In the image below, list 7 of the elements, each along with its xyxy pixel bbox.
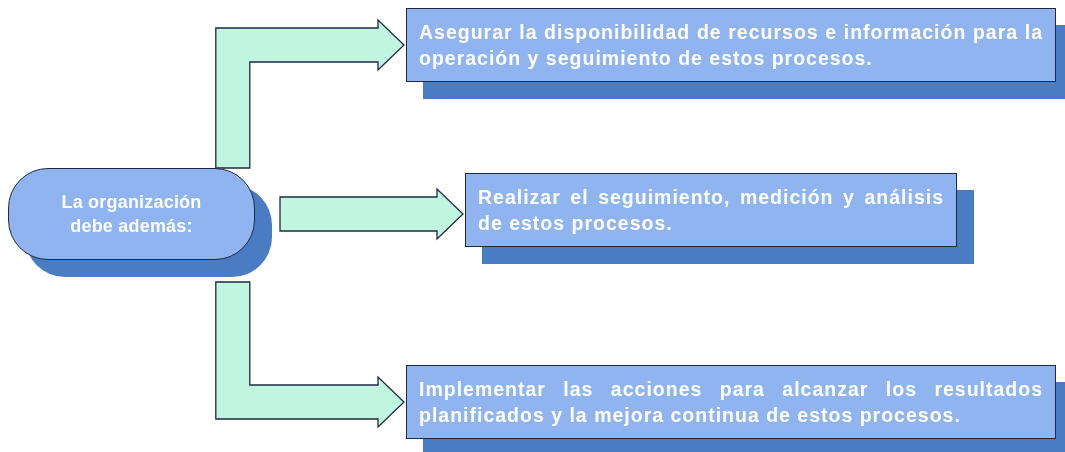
box-text: Realizar el seguimiento, medición y análisis de estos procesos. xyxy=(478,184,944,236)
block-arrow xyxy=(215,18,405,169)
box-text: Asegurar la disponibilidad de recursos e información para la operación y seguimiento de estos procesos. xyxy=(419,19,1043,71)
box-text: La organización debe además: xyxy=(60,190,203,238)
block-arrow xyxy=(215,281,405,429)
box-text: Implementar las acciones para alcanzar los resultados planificados y la mejora continua de estos procesos. xyxy=(419,376,1043,428)
block-arrow xyxy=(279,187,464,241)
